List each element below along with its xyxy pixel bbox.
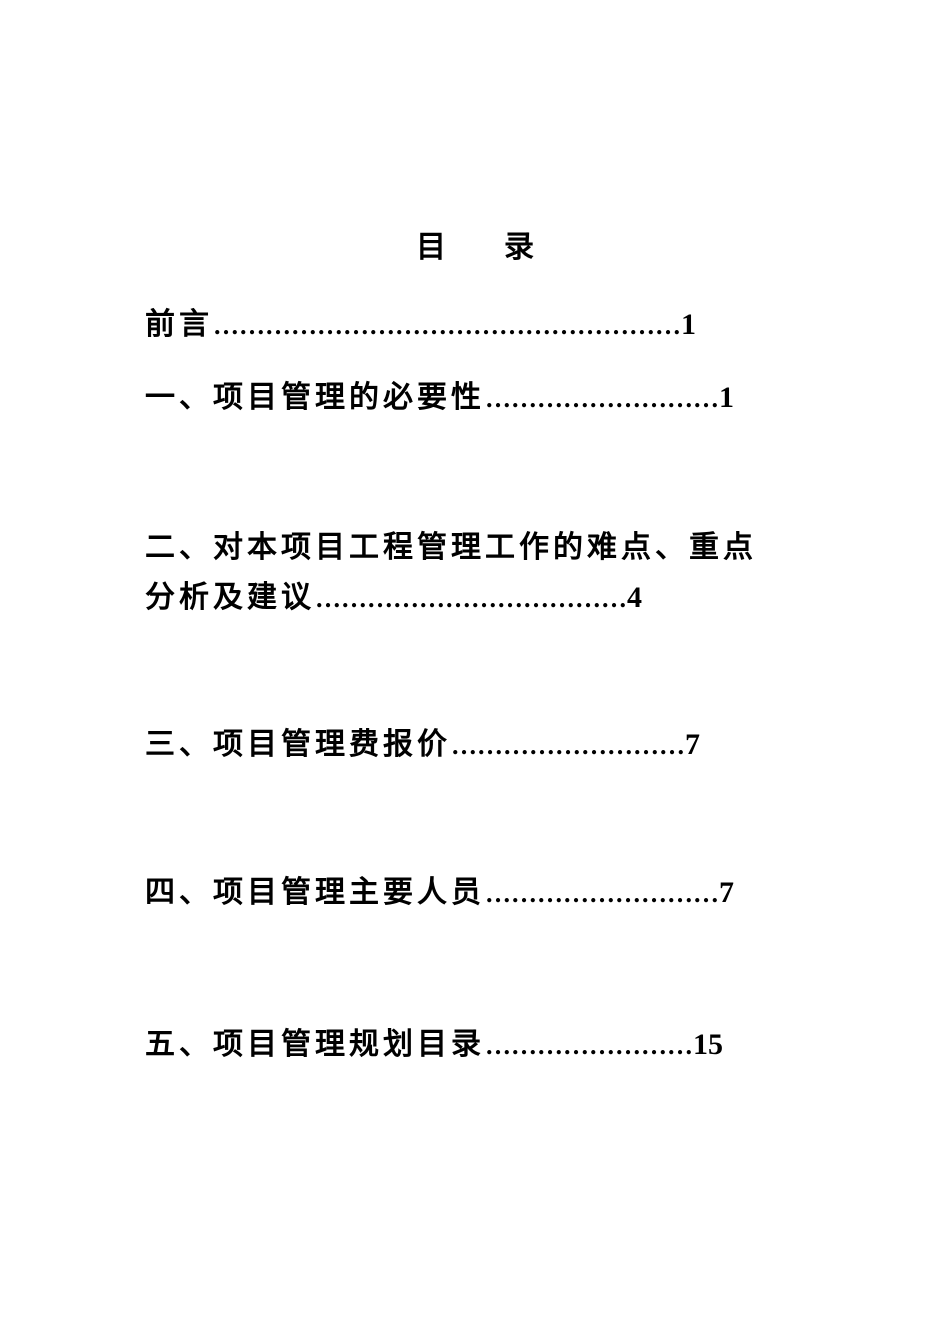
toc-page-number: 15 [693, 1028, 723, 1061]
toc-entry-label: 一、项目管理的必要性 [145, 380, 485, 415]
toc-title: 目录 [0, 228, 950, 268]
toc-entry-2-line2[interactable]: 分析及建议………………………………4 [145, 578, 642, 619]
toc-leader-dots: …………………… [485, 1031, 693, 1060]
toc-page-number: 7 [719, 876, 734, 909]
toc-entry-4[interactable]: 四、项目管理主要人员………………………7 [145, 873, 734, 914]
toc-entry-1[interactable]: 一、项目管理的必要性………………………1 [145, 378, 734, 419]
toc-entry-label: 分析及建议 [145, 580, 315, 615]
toc-page-number: 1 [719, 381, 734, 414]
toc-leader-dots: ……………………………………………… [213, 311, 681, 340]
toc-entry-2-line1[interactable]: 二、对本项目工程管理工作的难点、重点 [145, 528, 757, 568]
toc-entry-preface[interactable]: 前言………………………………………………1 [145, 305, 696, 346]
toc-page-number: 1 [681, 308, 696, 341]
toc-entry-label: 四、项目管理主要人员 [145, 875, 485, 910]
toc-page-number: 7 [685, 728, 700, 761]
toc-entry-5[interactable]: 五、项目管理规划目录……………………15 [145, 1025, 723, 1066]
toc-entry-label: 二、对本项目工程管理工作的难点、重点 [145, 530, 757, 565]
toc-title-right: 录 [504, 230, 534, 265]
toc-entry-3[interactable]: 三、项目管理费报价………………………7 [145, 725, 700, 766]
toc-leader-dots: ……………………………… [315, 584, 627, 613]
toc-entry-label: 三、项目管理费报价 [145, 727, 451, 762]
toc-leader-dots: ……………………… [485, 879, 719, 908]
toc-leader-dots: ……………………… [485, 384, 719, 413]
toc-page-number: 4 [627, 581, 642, 614]
toc-entry-label: 五、项目管理规划目录 [145, 1027, 485, 1062]
toc-entry-label: 前言 [145, 307, 213, 342]
toc-leader-dots: ……………………… [451, 731, 685, 760]
toc-title-left: 目 [416, 230, 446, 265]
